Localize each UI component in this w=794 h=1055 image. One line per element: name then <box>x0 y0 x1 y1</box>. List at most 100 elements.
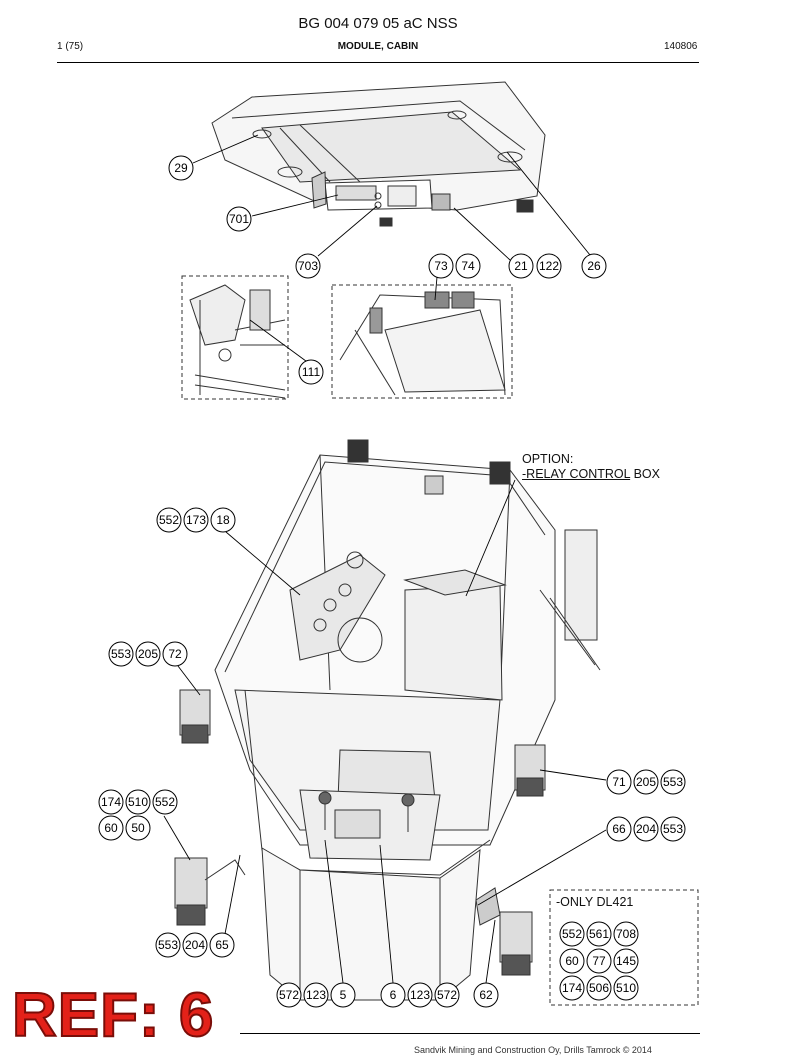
svg-text:701: 701 <box>229 212 249 226</box>
dl421-option-box <box>549 889 699 1006</box>
balloon-group: 29 701 703 73 74 21 122 26 111 552 173 1… <box>98 155 686 1008</box>
svg-text:6: 6 <box>390 988 397 1002</box>
balloon-204-a: 204 <box>633 816 659 842</box>
balloon-122: 122 <box>536 253 562 279</box>
option-label: OPTION: <box>522 452 574 466</box>
svg-text:5: 5 <box>340 988 347 1002</box>
svg-text:204: 204 <box>636 822 656 836</box>
svg-text:204: 204 <box>185 938 205 952</box>
balloon-174-b: 174 <box>559 975 585 1001</box>
balloon-62: 62 <box>473 982 499 1008</box>
balloon-111: 111 <box>298 359 324 385</box>
balloon-553-b: 553 <box>660 769 686 795</box>
balloon-60-b: 60 <box>559 948 585 974</box>
balloon-205-a: 205 <box>135 641 161 667</box>
balloon-701: 701 <box>226 206 252 232</box>
svg-text:708: 708 <box>616 927 636 941</box>
svg-text:62: 62 <box>479 988 493 1002</box>
balloon-553-c: 553 <box>660 816 686 842</box>
balloon-73: 73 <box>428 253 454 279</box>
balloon-572-a: 572 <box>276 982 302 1008</box>
balloon-50: 50 <box>125 815 151 841</box>
svg-text:553: 553 <box>663 775 683 789</box>
leader-lines <box>163 134 607 984</box>
box-text: BOX <box>630 467 660 481</box>
svg-text:50: 50 <box>131 821 145 835</box>
svg-text:174: 174 <box>101 795 121 809</box>
svg-text:111: 111 <box>302 365 321 379</box>
balloon-506: 506 <box>586 975 612 1001</box>
svg-text:572: 572 <box>279 988 299 1002</box>
svg-text:205: 205 <box>636 775 656 789</box>
svg-text:572: 572 <box>437 988 457 1002</box>
footer-copyright: Sandvik Mining and Construction Oy, Dril… <box>414 1045 652 1055</box>
balloon-71: 71 <box>606 769 632 795</box>
balloon-553-a: 553 <box>108 641 134 667</box>
balloon-21: 21 <box>508 253 534 279</box>
svg-text:552: 552 <box>159 513 179 527</box>
svg-text:29: 29 <box>174 161 188 175</box>
document-date: 140806 <box>664 41 698 52</box>
svg-text:73: 73 <box>434 259 448 273</box>
svg-text:510: 510 <box>128 795 148 809</box>
detail-view-left <box>181 275 289 400</box>
balloon-6: 6 <box>380 982 406 1008</box>
document-code: BG 004 079 05 aC NSS <box>298 15 458 32</box>
detail-view-right <box>331 284 513 399</box>
svg-text:506: 506 <box>589 981 609 995</box>
balloon-510-b: 510 <box>613 975 639 1001</box>
balloon-552-b: 552 <box>152 789 178 815</box>
svg-text:60: 60 <box>565 954 579 968</box>
svg-text:145: 145 <box>616 954 636 968</box>
section-title: MODULE, CABIN <box>337 41 419 52</box>
page-number: 1 (75) <box>57 41 84 52</box>
svg-text:123: 123 <box>306 988 326 1002</box>
svg-text:72: 72 <box>168 647 182 661</box>
balloon-510-a: 510 <box>125 789 151 815</box>
balloon-74: 74 <box>455 253 481 279</box>
svg-text:553: 553 <box>663 822 683 836</box>
balloon-174-a: 174 <box>98 789 124 815</box>
ref-stamp: REF: 6 <box>11 981 215 1050</box>
balloon-204-b: 204 <box>182 932 208 958</box>
footer-rule <box>240 1033 700 1034</box>
svg-text:26: 26 <box>587 259 601 273</box>
svg-text:60: 60 <box>104 821 118 835</box>
svg-text:18: 18 <box>216 513 230 527</box>
svg-text:74: 74 <box>461 259 475 273</box>
relay-control-box-label: -RELAY CONTROL BOX <box>522 467 660 482</box>
balloon-60-a: 60 <box>98 815 124 841</box>
balloon-145: 145 <box>613 948 639 974</box>
balloon-552-a: 552 <box>156 507 182 533</box>
balloon-123-a: 123 <box>303 982 329 1008</box>
svg-text:703: 703 <box>298 259 318 273</box>
balloon-708: 708 <box>613 921 639 947</box>
balloon-552-c: 552 <box>559 921 585 947</box>
relay-control-text: -RELAY CONTROL <box>522 467 631 481</box>
balloon-18: 18 <box>210 507 236 533</box>
only-dl421-label: -ONLY DL421 <box>556 895 634 909</box>
svg-text:77: 77 <box>592 954 606 968</box>
balloon-123-b: 123 <box>407 982 433 1008</box>
balloon-65: 65 <box>209 932 235 958</box>
svg-text:174: 174 <box>562 981 582 995</box>
balloon-72: 72 <box>162 641 188 667</box>
svg-text:205: 205 <box>138 647 158 661</box>
balloon-173: 173 <box>183 507 209 533</box>
svg-text:173: 173 <box>186 513 206 527</box>
svg-text:553: 553 <box>158 938 178 952</box>
balloon-26: 26 <box>581 253 607 279</box>
balloon-29: 29 <box>168 155 194 181</box>
svg-text:552: 552 <box>155 795 175 809</box>
balloon-553-d: 553 <box>155 932 181 958</box>
svg-text:561: 561 <box>589 927 609 941</box>
svg-text:71: 71 <box>612 775 626 789</box>
header-rule <box>57 62 699 63</box>
balloon-66: 66 <box>606 816 632 842</box>
svg-text:553: 553 <box>111 647 131 661</box>
balloon-703: 703 <box>295 253 321 279</box>
svg-text:552: 552 <box>562 927 582 941</box>
balloon-77: 77 <box>586 948 612 974</box>
balloon-5: 5 <box>330 982 356 1008</box>
